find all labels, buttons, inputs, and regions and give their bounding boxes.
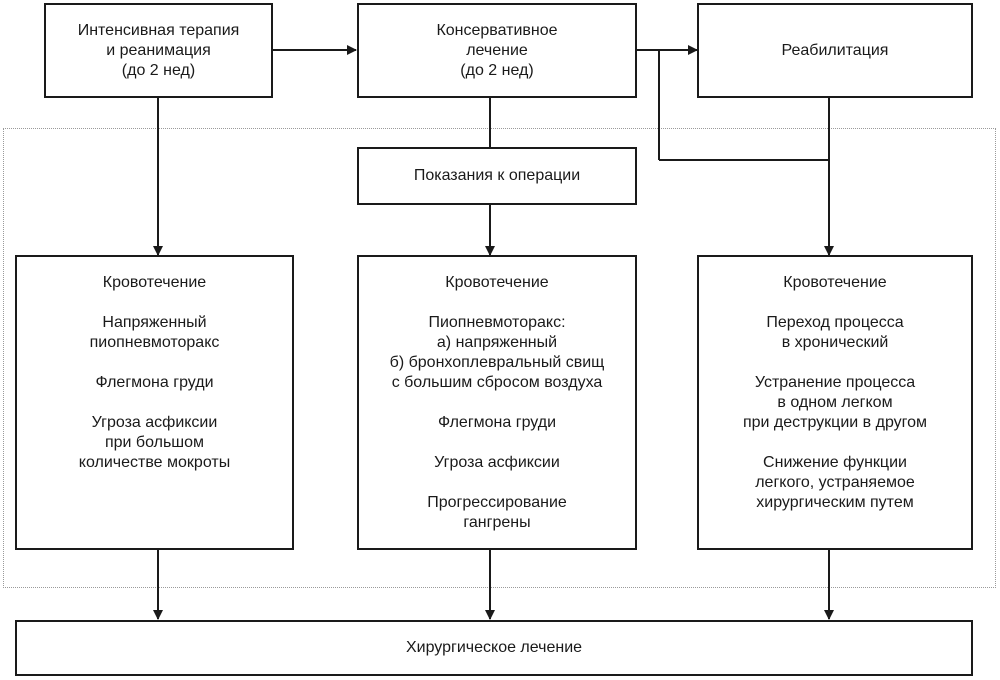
col1-item1-line1: Кровотечение — [102, 274, 207, 291]
rehab-line-1: Реабилитация — [781, 41, 889, 59]
col2-item-gangrene: Прогрессирование гангрены — [359, 493, 635, 533]
conservative-line-2: лечение — [466, 41, 528, 59]
col2-item2-line4: с большим сбросом воздуха — [391, 374, 603, 391]
surgery-label: Хирургическое лечение — [405, 639, 583, 656]
col1-item4-line1: Угроза асфиксии — [91, 414, 218, 431]
col2-item2-line1: Пиопневмоторакс: — [428, 314, 566, 331]
conservative-line-1: Консервативное — [436, 21, 558, 39]
col3-item3-line1: Устранение процесса — [754, 374, 916, 391]
col3-item-lung-function: Снижение функции легкого, устраняемое хи… — [699, 453, 971, 513]
col3-box: Кровотечение Переход процесса в хроничес… — [697, 255, 973, 550]
col3-item4-line1: Снижение функции — [763, 454, 907, 471]
col2-item-pyopneumothorax: Пиопневмоторакс: а) напряженный б) бронх… — [359, 313, 635, 393]
col1-item-asphyxia: Угроза асфиксии при большом количестве м… — [17, 413, 292, 473]
col3-item1-line1: Кровотечение — [783, 274, 887, 291]
indications-label: Показания к операции — [413, 167, 581, 184]
col3-item3-line3: при деструкции в другом — [742, 414, 928, 431]
col1-item3-line1: Флегмона груди — [95, 374, 214, 391]
col1-item-tension-pyopneumothorax: Напряженный пиопневмоторакс — [17, 313, 292, 353]
col2-box: Кровотечение Пиопневмоторакс: а) напряже… — [357, 255, 637, 550]
col3-item3-line2: в одном легком — [777, 394, 893, 411]
indications-box: Показания к операции — [357, 147, 637, 205]
col2-item3-line1: Флегмона груди — [437, 414, 557, 431]
col3-item2-line2: в хронический — [781, 334, 889, 351]
icu-line-3: (до 2 нед) — [121, 61, 196, 79]
col2-item1-line1: Кровотечение — [445, 274, 549, 291]
col2-item-chest-phlegmon: Флегмона груди — [359, 413, 635, 433]
col3-item-chronic: Переход процесса в хронический — [699, 313, 971, 353]
col2-item4-line1: Угроза асфиксии — [434, 454, 560, 471]
col3-item4-line3: хирургическим путем — [756, 494, 914, 511]
col1-box: Кровотечение Напряженный пиопневмоторакс… — [15, 255, 294, 550]
col1-item4-line2: при большом — [104, 434, 205, 451]
col1-item-bleeding: Кровотечение — [17, 273, 292, 293]
col2-item5-line1: Прогрессирование — [427, 494, 567, 511]
col3-item-bleeding: Кровотечение — [699, 273, 971, 293]
icu-box: Интенсивная терапия и реанимация (до 2 н… — [44, 3, 273, 98]
rehab-box: Реабилитация — [697, 3, 973, 98]
col1-item4-line3: количестве мокроты — [78, 454, 231, 471]
col2-item2-line2: а) напряженный — [436, 334, 558, 351]
col2-item2-line3: б) бронхоплевральный свищ — [389, 354, 605, 371]
col3-item-elimination: Устранение процесса в одном легком при д… — [699, 373, 971, 433]
conservative-box: Консервативное лечение (до 2 нед) — [357, 3, 637, 98]
col2-item-bleeding: Кровотечение — [359, 273, 635, 293]
surgery-box: Хирургическое лечение — [15, 620, 973, 676]
icu-line-1: Интенсивная терапия — [77, 21, 240, 39]
col3-item2-line1: Переход процесса — [766, 314, 904, 331]
col2-item5-line2: гангрены — [463, 514, 531, 531]
col2-item-asphyxia: Угроза асфиксии — [359, 453, 635, 473]
col1-item-chest-phlegmon: Флегмона груди — [17, 373, 292, 393]
col3-item4-line2: легкого, устраняемое — [755, 474, 915, 491]
col1-item2-line1: Напряженный — [102, 314, 207, 331]
conservative-line-3: (до 2 нед) — [460, 61, 534, 79]
surgical-indications-region — [3, 128, 996, 588]
col1-item2-line2: пиопневмоторакс — [89, 334, 220, 351]
icu-line-2: и реанимация — [106, 41, 211, 59]
